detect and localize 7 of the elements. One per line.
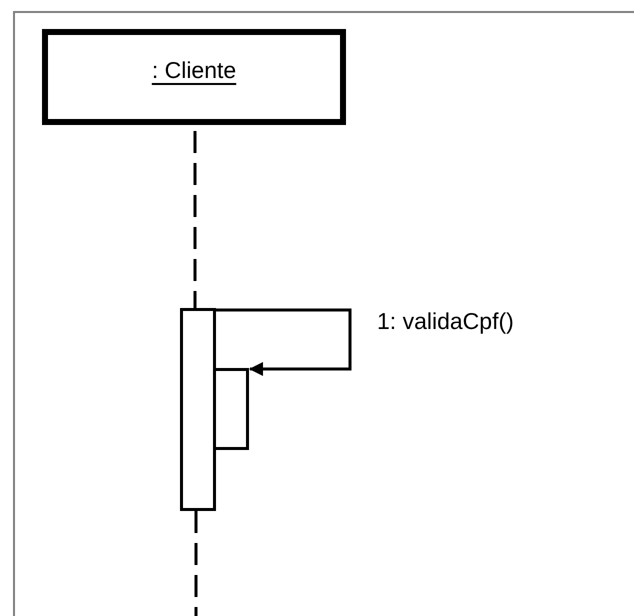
object-box: [42, 29, 346, 125]
lifeline: [194, 131, 196, 308]
lifeline: [194, 511, 198, 616]
activation-bar: [180, 308, 216, 511]
object-name: : Cliente: [152, 57, 236, 84]
activation-bar: [213, 368, 249, 450]
message-arrow: [216, 308, 352, 376]
